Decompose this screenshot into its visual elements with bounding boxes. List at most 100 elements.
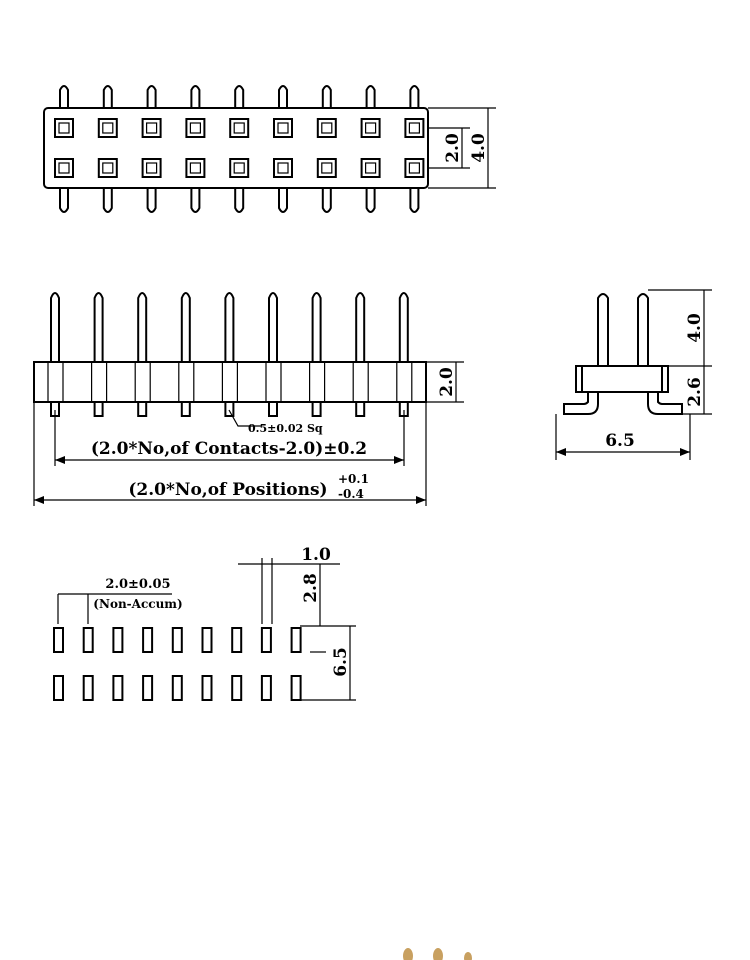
front-pin [180, 292, 191, 362]
top-pin-square [185, 158, 206, 178]
top-pin-square [273, 158, 293, 178]
top-height-label: 4.0 [469, 133, 489, 163]
front-pin-tail [137, 401, 148, 417]
side-view-body [575, 365, 669, 393]
top-pin-lead [278, 188, 288, 213]
top-pin-square-inner [321, 162, 333, 174]
pcb-pad [260, 627, 272, 653]
top-pin-square [54, 158, 74, 178]
front-pin [224, 292, 235, 362]
front-pin [398, 292, 409, 362]
front-pin [93, 292, 104, 362]
top-pin-lead [278, 85, 288, 108]
top-pin-lead [234, 188, 245, 213]
front-view-dividers [47, 362, 413, 402]
top-view: 2.0 4.0 [43, 85, 496, 213]
pcb-pad [260, 675, 272, 701]
pcb-row-span-label: 6.5 [331, 647, 351, 677]
front-pin [137, 292, 148, 362]
top-pin-lead [365, 85, 376, 108]
top-pin-lead [59, 85, 69, 108]
product-photo-fragment [403, 948, 472, 960]
top-pin-square-inner [189, 122, 201, 134]
side-width-label: 6.5 [605, 431, 635, 451]
top-pin-square-inner [277, 162, 289, 174]
pcb-pad [201, 627, 213, 653]
top-pin-square [97, 158, 118, 178]
pcb-pitch-label: 2.0±0.05 [105, 577, 170, 592]
pcb-layout: 2.0±0.05 (Non-Accum) 1.0 2.8 6.5 [53, 545, 356, 701]
top-pin-square [273, 118, 293, 138]
pcb-pad [171, 627, 183, 653]
top-pin-square [316, 118, 337, 138]
side-body-height-label: 2.6 [685, 377, 705, 407]
top-pin-square-inner [408, 122, 420, 134]
top-pin-lead [234, 85, 245, 108]
top-pin-square [141, 158, 162, 178]
positions-tol-minus: -0.4 [338, 487, 364, 501]
front-view-body [33, 361, 427, 403]
front-pin [268, 292, 278, 362]
pcb-pad [142, 627, 154, 653]
top-pin-square-inner [233, 162, 245, 174]
top-pin-square [97, 118, 118, 138]
pcb-pitch-note: (Non-Accum) [93, 597, 182, 611]
pcb-pad-length-label: 2.8 [301, 573, 321, 603]
front-body-height-label: 2.0 [437, 367, 457, 397]
pcb-pad [231, 675, 243, 701]
top-pin-square [404, 118, 425, 138]
positions-tol-plus: +0.1 [338, 472, 369, 486]
front-pin-tail [224, 401, 235, 417]
front-view-pins [50, 292, 409, 417]
pcb-pad [82, 675, 94, 701]
front-pin-tail [180, 401, 191, 417]
top-pin-lead [190, 85, 201, 108]
positions-formula: (2.0*No,of Positions) [128, 480, 327, 500]
front-pin [311, 292, 322, 362]
top-pin-square-inner [189, 162, 201, 174]
top-pin-square-inner [102, 162, 114, 174]
top-pin-square [360, 118, 381, 138]
top-pin-square [229, 118, 250, 138]
pcb-pad [290, 675, 302, 701]
top-pin-square-inner [365, 122, 377, 134]
pcb-pad [201, 675, 213, 701]
front-pin-tail [93, 401, 104, 417]
top-pin-square [54, 118, 74, 138]
front-pin [355, 292, 366, 362]
front-pin-tail [311, 401, 322, 417]
top-pin-square [360, 158, 381, 178]
top-pin-square [316, 158, 337, 178]
top-pin-lead [59, 188, 69, 213]
top-pin-lead [365, 188, 376, 213]
top-pin-square [185, 118, 206, 138]
top-pin-square [229, 158, 250, 178]
top-pin-square-inner [408, 162, 420, 174]
front-view: 2.0 0.5±0.02 Sq (2.0*No,of Contacts-2.0)… [33, 292, 464, 506]
top-pitch-label: 2.0 [443, 133, 463, 163]
pcb-pad [290, 627, 302, 653]
top-pin-square-inner [277, 122, 289, 134]
top-pin-square-inner [321, 122, 333, 134]
top-pin-lead [146, 188, 157, 213]
pcb-pad [171, 675, 183, 701]
side-pin-height-label: 4.0 [685, 313, 705, 343]
front-pin-tail [355, 401, 366, 417]
front-pin-tail [268, 401, 278, 417]
top-pin-lead [409, 188, 420, 213]
pcb-pad [142, 675, 154, 701]
pcb-pad [112, 675, 124, 701]
pcb-pad [82, 627, 94, 653]
top-pin-square [404, 158, 425, 178]
top-pin-square-inner [365, 162, 377, 174]
pcb-pad [112, 627, 124, 653]
top-pin-lead [409, 85, 420, 108]
top-pin-square-inner [146, 162, 158, 174]
side-view: 4.0 2.6 6.5 [555, 289, 712, 460]
pcb-pad [231, 627, 243, 653]
top-pin-square-inner [58, 122, 70, 134]
top-pin-lead [321, 188, 332, 213]
pcb-pads [53, 627, 302, 701]
top-pin-lead [102, 188, 113, 213]
